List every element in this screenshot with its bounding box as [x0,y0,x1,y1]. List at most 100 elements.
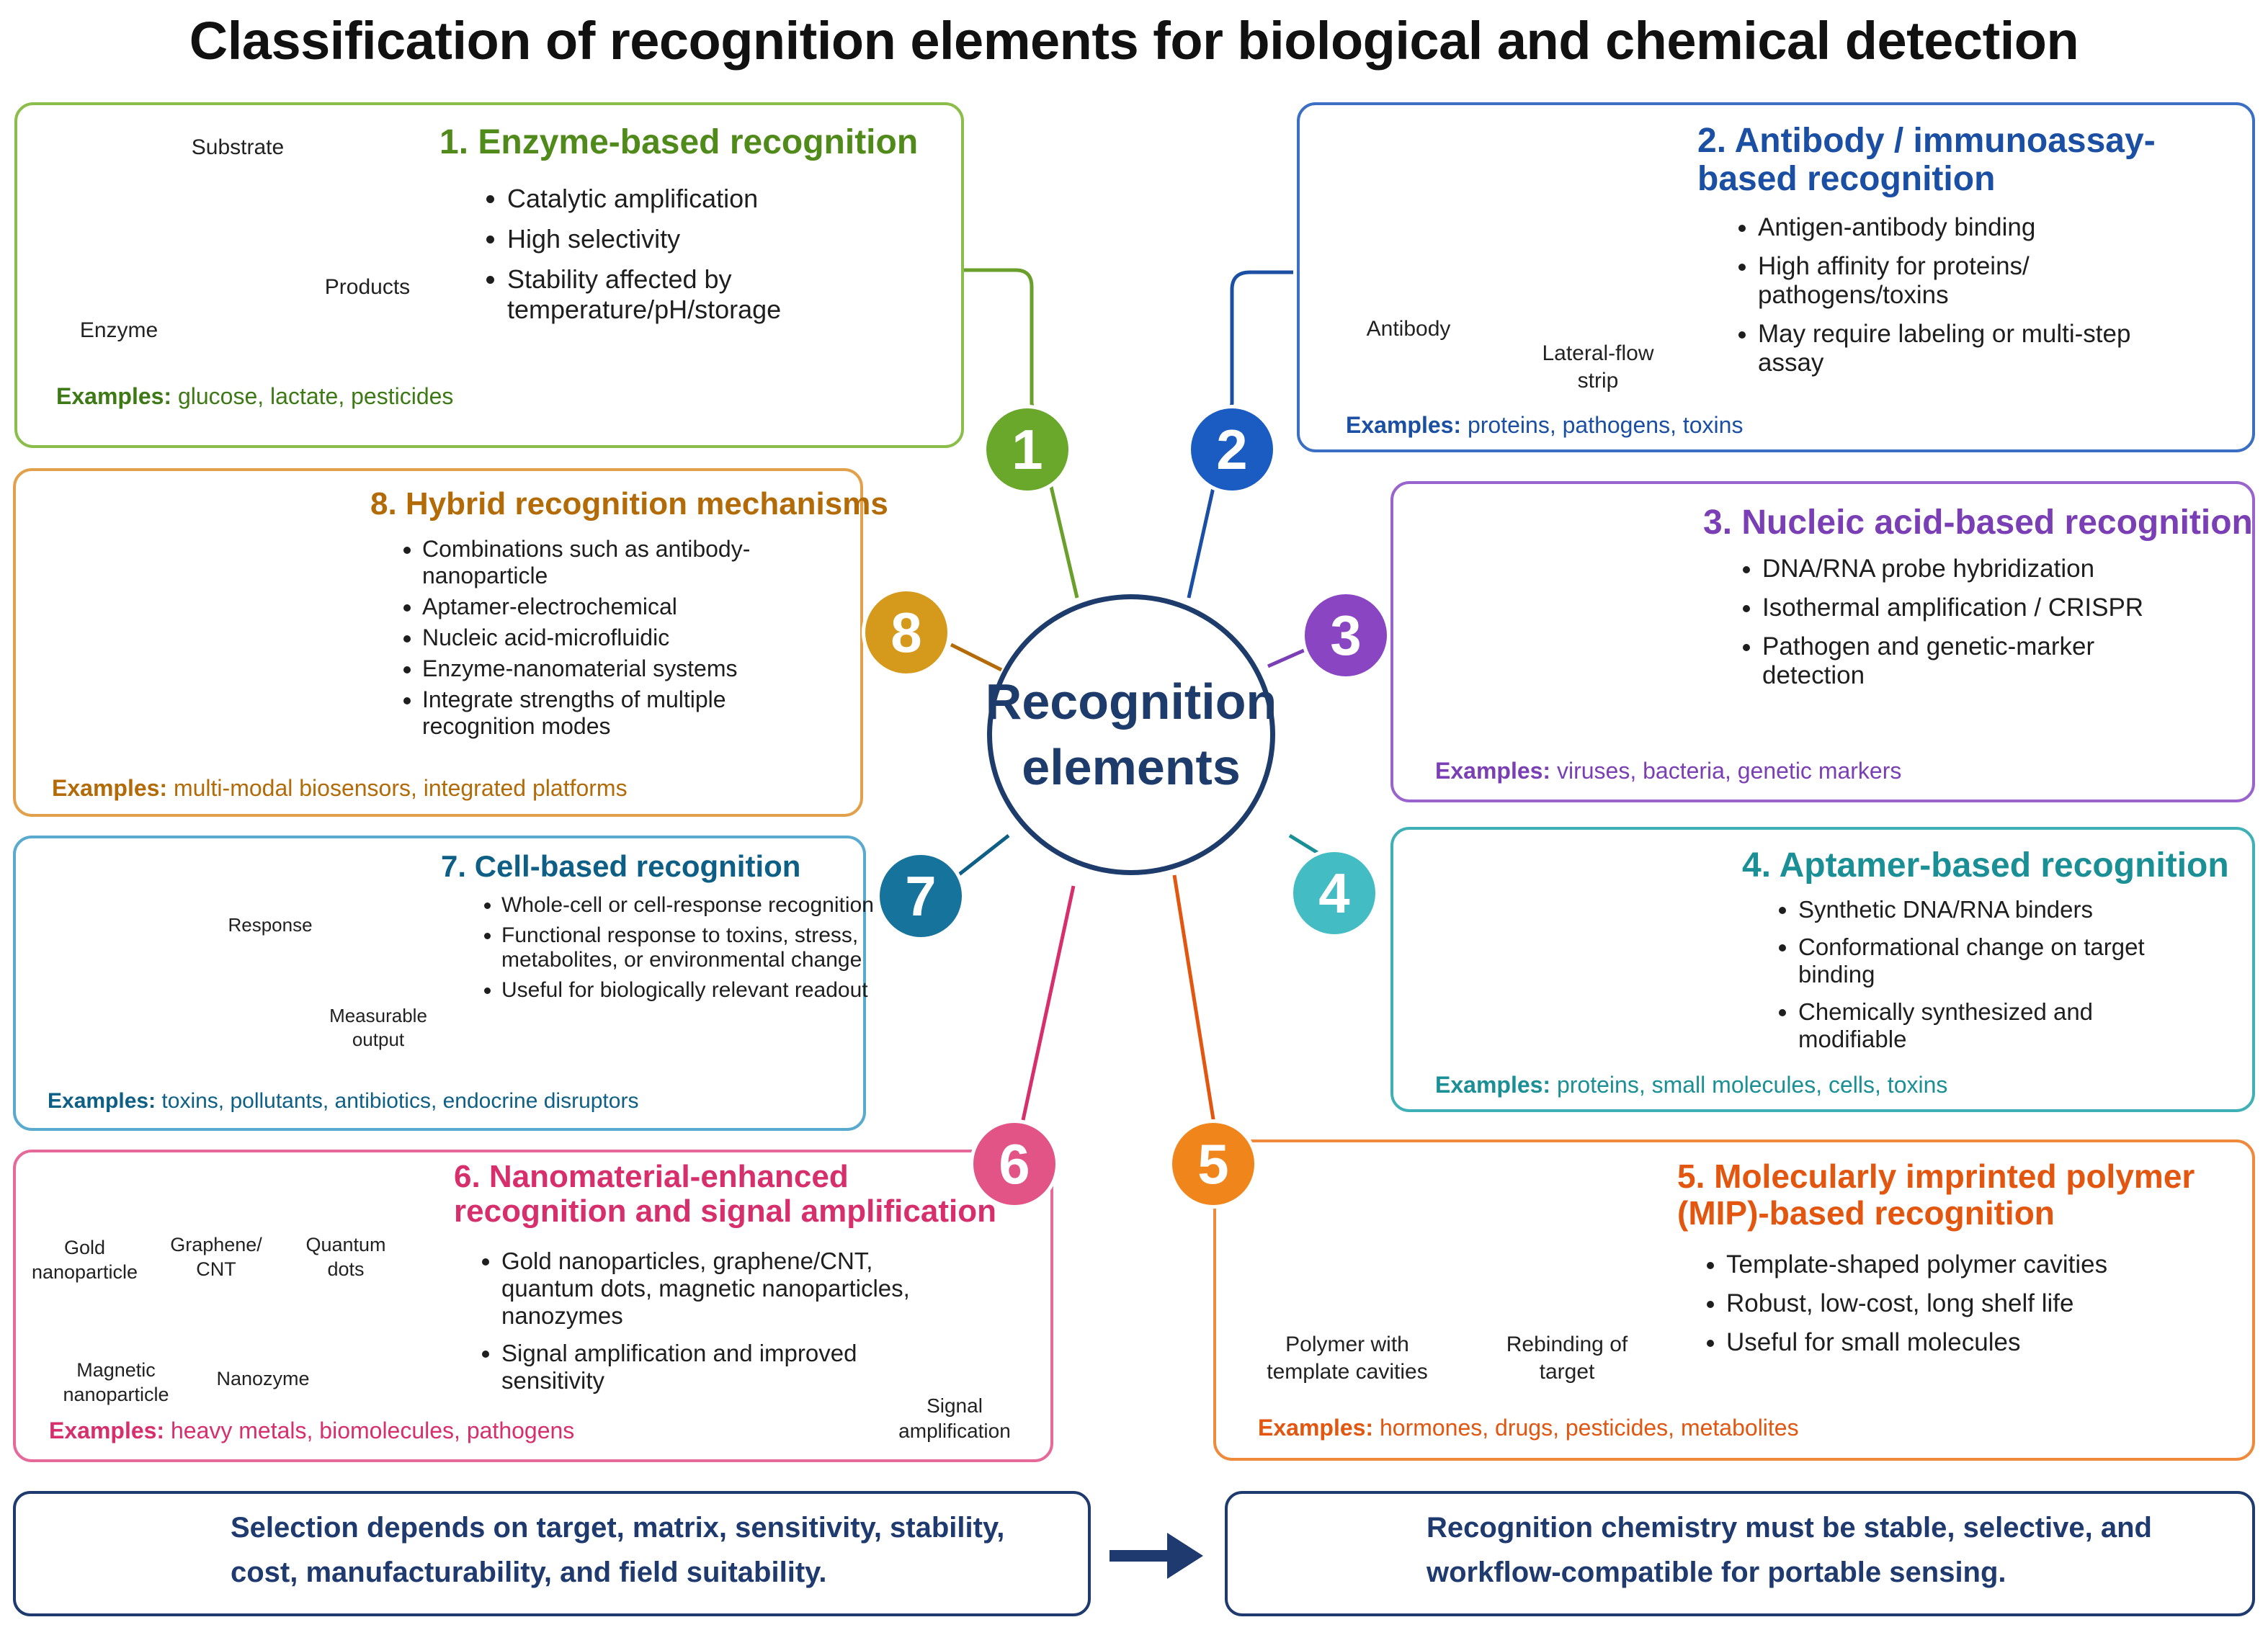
bullet: Pathogen and genetic-marker detection [1762,632,2166,690]
bullet: Enzyme-nanomaterial systems [422,655,826,682]
bullet: Whole-cell or cell-response recognition [501,893,876,918]
bullet: High selectivity [507,224,939,254]
connector-6 [1021,885,1076,1121]
examples-label: Examples: [52,775,168,801]
response-label: Response [228,914,313,936]
bottom-banner-left [13,1491,1091,1616]
chemistry-statement: Recognition chemistry must be stable, se… [1427,1512,2152,1588]
magnetic-label: Magnetic nanoparticle [63,1359,169,1405]
badge-1: 1 [983,405,1072,494]
graphene-label: Graphene/ CNT [170,1234,262,1280]
aptamer-examples: Examples: proteins, small molecules, cel… [1435,1072,1947,1098]
bullet: Aptamer-electrochemical [422,594,826,620]
examples-label: Examples: [49,1418,165,1443]
mip-examples: Examples: hormones, drugs, pesticides, m… [1258,1415,1799,1441]
nanozyme-label: Nanozyme [216,1368,310,1389]
connector-7 [957,834,1010,877]
connector-5 [1172,874,1216,1124]
card-hybrid [13,468,863,817]
bullet: Combinations such as antibody-nanopartic… [422,536,826,589]
hybrid-examples: Examples: multi-modal biosensors, integr… [52,775,628,802]
substrate-label: Substrate [191,135,285,159]
qdots-label: Quantum dots [305,1234,386,1280]
bullet: Stability affected by temperature/pH/sto… [507,264,939,325]
bullet: Useful for small molecules [1726,1328,2173,1357]
badge-5: 5 [1169,1119,1258,1209]
card-nucleic [1390,481,2255,802]
bullet: Synthetic DNA/RNA binders [1798,896,2187,923]
cell-bullets: Whole-cell or cell-response recognition … [476,893,876,1013]
card-nano [13,1150,1053,1462]
bullet: Chemically synthesized and modifiable [1798,998,2187,1053]
aptamer-bullets: Synthetic DNA/RNA binders Conformational… [1772,896,2187,1063]
gold-label: Gold nanoparticle [31,1237,138,1283]
strip-label: Lateral-flow strip [1542,341,1654,393]
examples-label: Examples: [56,383,172,409]
examples-value: viruses, bacteria, genetic markers [1556,758,1902,784]
badge-8: 8 [862,588,951,677]
badge-3: 3 [1301,591,1390,680]
bullet: Nucleic acid-microfluidic [422,624,826,651]
bullet: Isothermal amplification / CRISPR [1762,594,2166,622]
examples-value: heavy metals, biomolecules, pathogens [170,1418,575,1443]
bullet: Functional response to toxins, stress, m… [501,923,876,972]
page-title: Classification of recognition elements f… [189,11,2079,71]
rebinding-label: Rebinding of target [1506,1333,1628,1384]
nucleic-title: 3. Nucleic acid-based recognition [1703,503,2253,542]
card-antibody [1297,102,2255,452]
bullet: Template-shaped polymer cavities [1726,1250,2173,1279]
bullet: Signal amplification and improved sensit… [501,1340,963,1394]
examples-value: multi-modal biosensors, integrated platf… [173,775,628,801]
card-enzyme [14,102,964,448]
examples-label: Examples: [1258,1415,1374,1441]
polymer-label: Polymer with template cavities [1267,1333,1428,1384]
aptamer-title: 4. Aptamer-based recognition [1742,846,2229,885]
bullet: Integrate strengths of multiple recognit… [422,686,826,740]
badge-2: 2 [1187,405,1277,494]
examples-value: proteins, small molecules, cells, toxins [1556,1072,1948,1098]
examples-label: Examples: [1435,1072,1551,1098]
examples-value: hormones, drugs, pesticides, metabolites [1379,1415,1799,1441]
badge-4: 4 [1290,848,1379,938]
antibody-label: Antibody [1366,317,1451,341]
bullet: High affinity for proteins/ pathogens/to… [1758,252,2161,310]
bullet: Conformational change on target binding [1798,933,2187,988]
antibody-title: 2. Antibody / immunoassay-based recognit… [1697,122,2156,198]
cell-examples: Examples: toxins, pollutants, antibiotic… [48,1089,638,1114]
connector-1 [963,268,1079,599]
enzyme-bullets: Catalytic amplification High selectivity… [481,184,939,335]
bottom-banner-right [1225,1491,2255,1616]
nano-examples: Examples: heavy metals, biomolecules, pa… [49,1418,574,1444]
enzyme-title: 1. Enzyme-based recognition [439,123,919,161]
nucleic-examples: Examples: viruses, bacteria, genetic mar… [1435,758,1901,784]
bullet: Antigen-antibody binding [1758,213,2161,242]
nano-title: 6. Nanomaterial-enhanced recognition and… [454,1159,996,1230]
card-mip [1213,1139,2255,1461]
antibody-bullets: Antigen-antibody binding High affinity f… [1732,213,2161,388]
enzyme-label: Enzyme [79,318,159,342]
card-cell [13,836,866,1131]
bullet: DNA/RNA probe hybridization [1762,555,2166,583]
bullet: Useful for biologically relevant readout [501,978,876,1003]
output-label: Measurable output [329,1005,427,1050]
antibody-examples: Examples: proteins, pathogens, toxins [1346,412,1743,439]
mip-bullets: Template-shaped polymer cavities Robust,… [1700,1250,2173,1367]
examples-value: toxins, pollutants, antibiotics, endocri… [161,1089,639,1113]
center-recognition-elements: Recognition elements [986,594,1277,875]
examples-label: Examples: [1435,758,1551,784]
nano-bullets: Gold nanoparticles, graphene/CNT, quantu… [476,1248,963,1405]
products-label: Products [324,275,411,299]
badge-7: 7 [876,851,965,941]
enzyme-examples: Examples: glucose, lactate, pesticides [56,383,453,410]
bullet: May require labeling or multi-step assay [1758,320,2161,377]
bullet: Gold nanoparticles, graphene/CNT, quantu… [501,1248,963,1330]
cell-title: 7. Cell-based recognition [441,849,801,883]
bullet: Robust, low-cost, long shelf life [1726,1289,2173,1318]
hybrid-bullets: Combinations such as antibody-nanopartic… [396,536,826,750]
bullet: Catalytic amplification [507,184,939,214]
examples-label: Examples: [48,1089,156,1113]
examples-value: glucose, lactate, pesticides [177,383,454,409]
signal-label: Signal amplification [898,1394,1011,1442]
connector-2 [1187,270,1293,599]
hybrid-title: 8. Hybrid recognition mechanisms [370,486,888,521]
